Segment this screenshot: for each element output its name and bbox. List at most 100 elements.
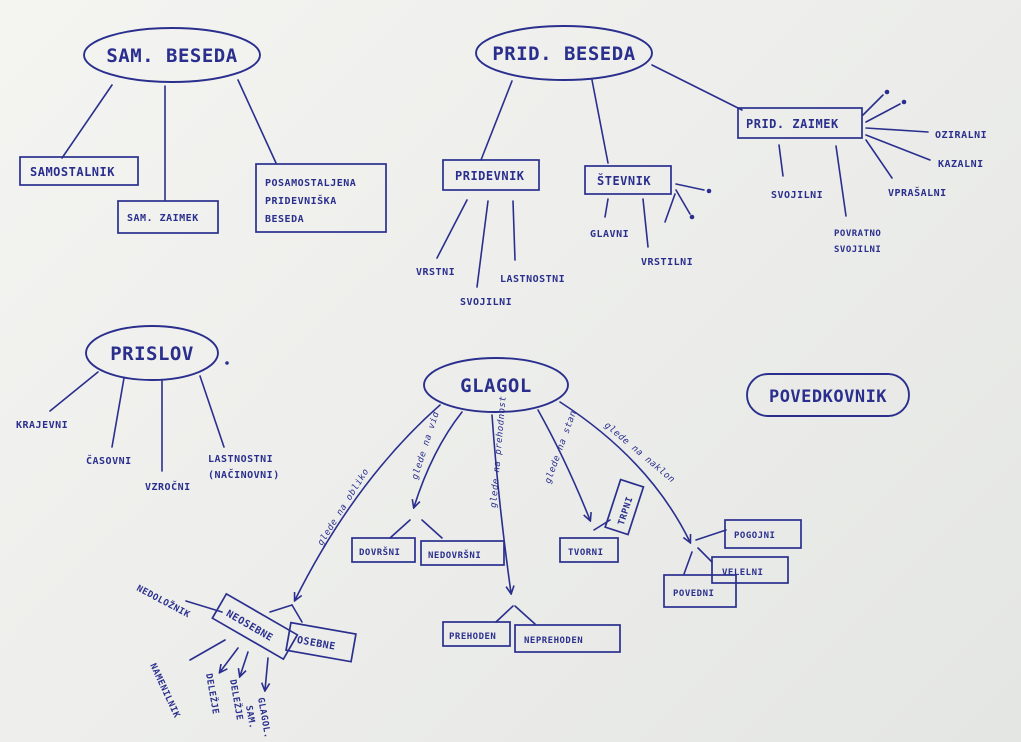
- obliko-split-left: [269, 604, 293, 613]
- prehodnost-split-left: [495, 605, 514, 623]
- prid-beseda-title: PRID. BESEDA: [492, 43, 635, 65]
- sam-edge-samostalnik: [61, 84, 113, 159]
- neprehoden-label: NEPREHODEN: [524, 636, 583, 646]
- pogojni-label: POGOJNI: [734, 531, 775, 541]
- povedkovnik-oval: [746, 373, 910, 417]
- samostalnik-box: [19, 156, 139, 186]
- kazalni-label: KAZALNI: [938, 159, 984, 170]
- sam-zaimek-label: SAM. ZAIMEK: [127, 213, 199, 224]
- velelni-label: VELELNI: [722, 568, 763, 578]
- pogojni-box: [724, 519, 802, 549]
- glagol-title: GLAGOL: [460, 375, 532, 397]
- namenilnik-label: NAMENILNIK: [147, 662, 181, 720]
- posam-line-1: POSAMOSTALJENA: [265, 178, 356, 189]
- nedoloznik-label: NEDOLOŽNIK: [135, 582, 193, 620]
- lastnostni-label: LASTNOSTNI: [500, 274, 565, 285]
- vrstni-label: VRSTNI: [416, 267, 455, 278]
- prehoden-label: PREHODEN: [449, 632, 496, 642]
- prislov-edge-casovni: [111, 377, 125, 448]
- osebne-label: OSEBNE: [296, 635, 336, 653]
- vzrocni-label: VZROČNI: [145, 480, 191, 493]
- tvorni-box: [559, 537, 619, 563]
- tvorni-label: TVORNI: [568, 548, 604, 558]
- oziralni-label: OZIRALNI: [935, 130, 987, 141]
- glagol-arrow-obliko: [295, 404, 441, 600]
- posam-line-2: PRIDEVNIŠKA: [265, 194, 337, 207]
- trpni-box: [604, 478, 645, 536]
- edge-label-vid: glede na vid: [410, 410, 441, 481]
- vprasalni-label: VPRAŠALNI: [888, 186, 947, 199]
- vid-split-right: [421, 519, 443, 539]
- lastnostni-prislov-line-1: LASTNOSTNI: [208, 454, 273, 465]
- naklon-edge-velelni: [697, 547, 713, 563]
- stevnik-label: ŠTEVNIK: [597, 173, 651, 188]
- samostalnik-label: SAMOSTALNIK: [30, 165, 115, 179]
- glagol-arrow-vid: [414, 411, 463, 507]
- stub-dot-2: [689, 214, 695, 220]
- glagol-arrow-prehodnost: [491, 414, 511, 593]
- edge-label-stan: glede na stan: [543, 409, 579, 485]
- glag-sam-line-2: SAM.: [243, 705, 257, 730]
- posamostaljena-box: [255, 163, 387, 233]
- stevnik-edge-stub-2: [675, 189, 691, 215]
- pridevnik-box: [442, 159, 540, 191]
- prid-zaimek-box: [737, 107, 863, 139]
- neprehoden-box: [514, 624, 621, 653]
- dovrsni-box: [351, 537, 416, 563]
- prid-beseda-group: PRID. BESEDA PRIDEVNIK VRSTNI SVOJILNI L…: [416, 25, 987, 308]
- glag-sam-line-1: GLAGOL.: [255, 697, 272, 740]
- naklon-edge-pogojni: [695, 529, 727, 541]
- osebne-box: [285, 621, 357, 663]
- nedovrsni-box: [420, 540, 505, 566]
- sam-edge-posam: [237, 79, 277, 164]
- pridevnik-edge-vrstni: [436, 199, 468, 259]
- glagol-oval: [423, 357, 569, 413]
- stevnik-edge-vrstilni: [642, 198, 649, 248]
- vrstilni-label: VRSTILNI: [641, 257, 693, 268]
- sam-zaimek-box: [117, 200, 219, 234]
- delezje-1-label: DELEŽJE: [203, 672, 222, 715]
- prid-edge-stevnik: [591, 79, 609, 164]
- sam-beseda-title: SAM. BESEDA: [106, 45, 237, 67]
- svojilni-z-label: SVOJILNI: [771, 190, 823, 201]
- prislov-dot: [225, 361, 229, 365]
- prid-edge-pridevnik: [480, 80, 513, 161]
- svojilni-label: SVOJILNI: [460, 297, 512, 308]
- prehodnost-split-right: [514, 605, 536, 625]
- povedni-box: [663, 574, 737, 608]
- glagol-group: GLAGOL glede na obliko glede na vid gled…: [135, 357, 802, 740]
- naklon-edge-povedni: [683, 551, 693, 575]
- stevnik-edge-glavni: [604, 198, 609, 218]
- povratno-line-1: POVRATNO: [834, 229, 881, 239]
- sam-beseda-group: SAM. BESEDA SAMOSTALNIK SAM. ZAIMEK POSA…: [19, 27, 387, 234]
- glavni-label: GLAVNI: [590, 229, 629, 240]
- dovrsni-label: DOVRŠNI: [359, 546, 400, 558]
- stub-dot-1: [706, 188, 712, 194]
- neosebne-edge-glag-sam: [265, 657, 268, 690]
- povedkovnik-title: POVEDKOVNIK: [769, 387, 887, 407]
- prislov-title: PRISLOV: [110, 343, 194, 365]
- prehoden-box: [442, 621, 511, 647]
- casovni-label: ČASOVNI: [86, 454, 132, 467]
- zaimek-edge-povratno: [835, 145, 847, 217]
- neosebne-edge-delezje-2: [240, 651, 249, 676]
- zaimek-edge-kazalni: [865, 134, 931, 161]
- sam-beseda-oval: [83, 27, 261, 83]
- stevnik-box: [584, 165, 672, 195]
- glagol-arrow-stan: [537, 409, 590, 520]
- velelni-box: [711, 556, 789, 584]
- neosebne-edge-namenilnik: [189, 639, 226, 661]
- pridevnik-edge-svojilni: [476, 200, 489, 288]
- delezje-2-label: DELEŽJE: [227, 678, 246, 721]
- vid-split-left: [389, 519, 411, 539]
- prislov-oval: [85, 325, 219, 381]
- pridevnik-label: PRIDEVNIK: [455, 169, 525, 183]
- zaimek-edge-stub-1: [865, 103, 901, 123]
- povedni-label: POVEDNI: [673, 589, 714, 599]
- prid-edge-zaimek: [651, 64, 743, 111]
- glagol-arrow-naklon: [559, 401, 690, 542]
- krajevni-label: KRAJEVNI: [16, 420, 68, 431]
- prislov-edge-krajevni: [49, 371, 99, 412]
- stub-dot-3: [901, 99, 907, 105]
